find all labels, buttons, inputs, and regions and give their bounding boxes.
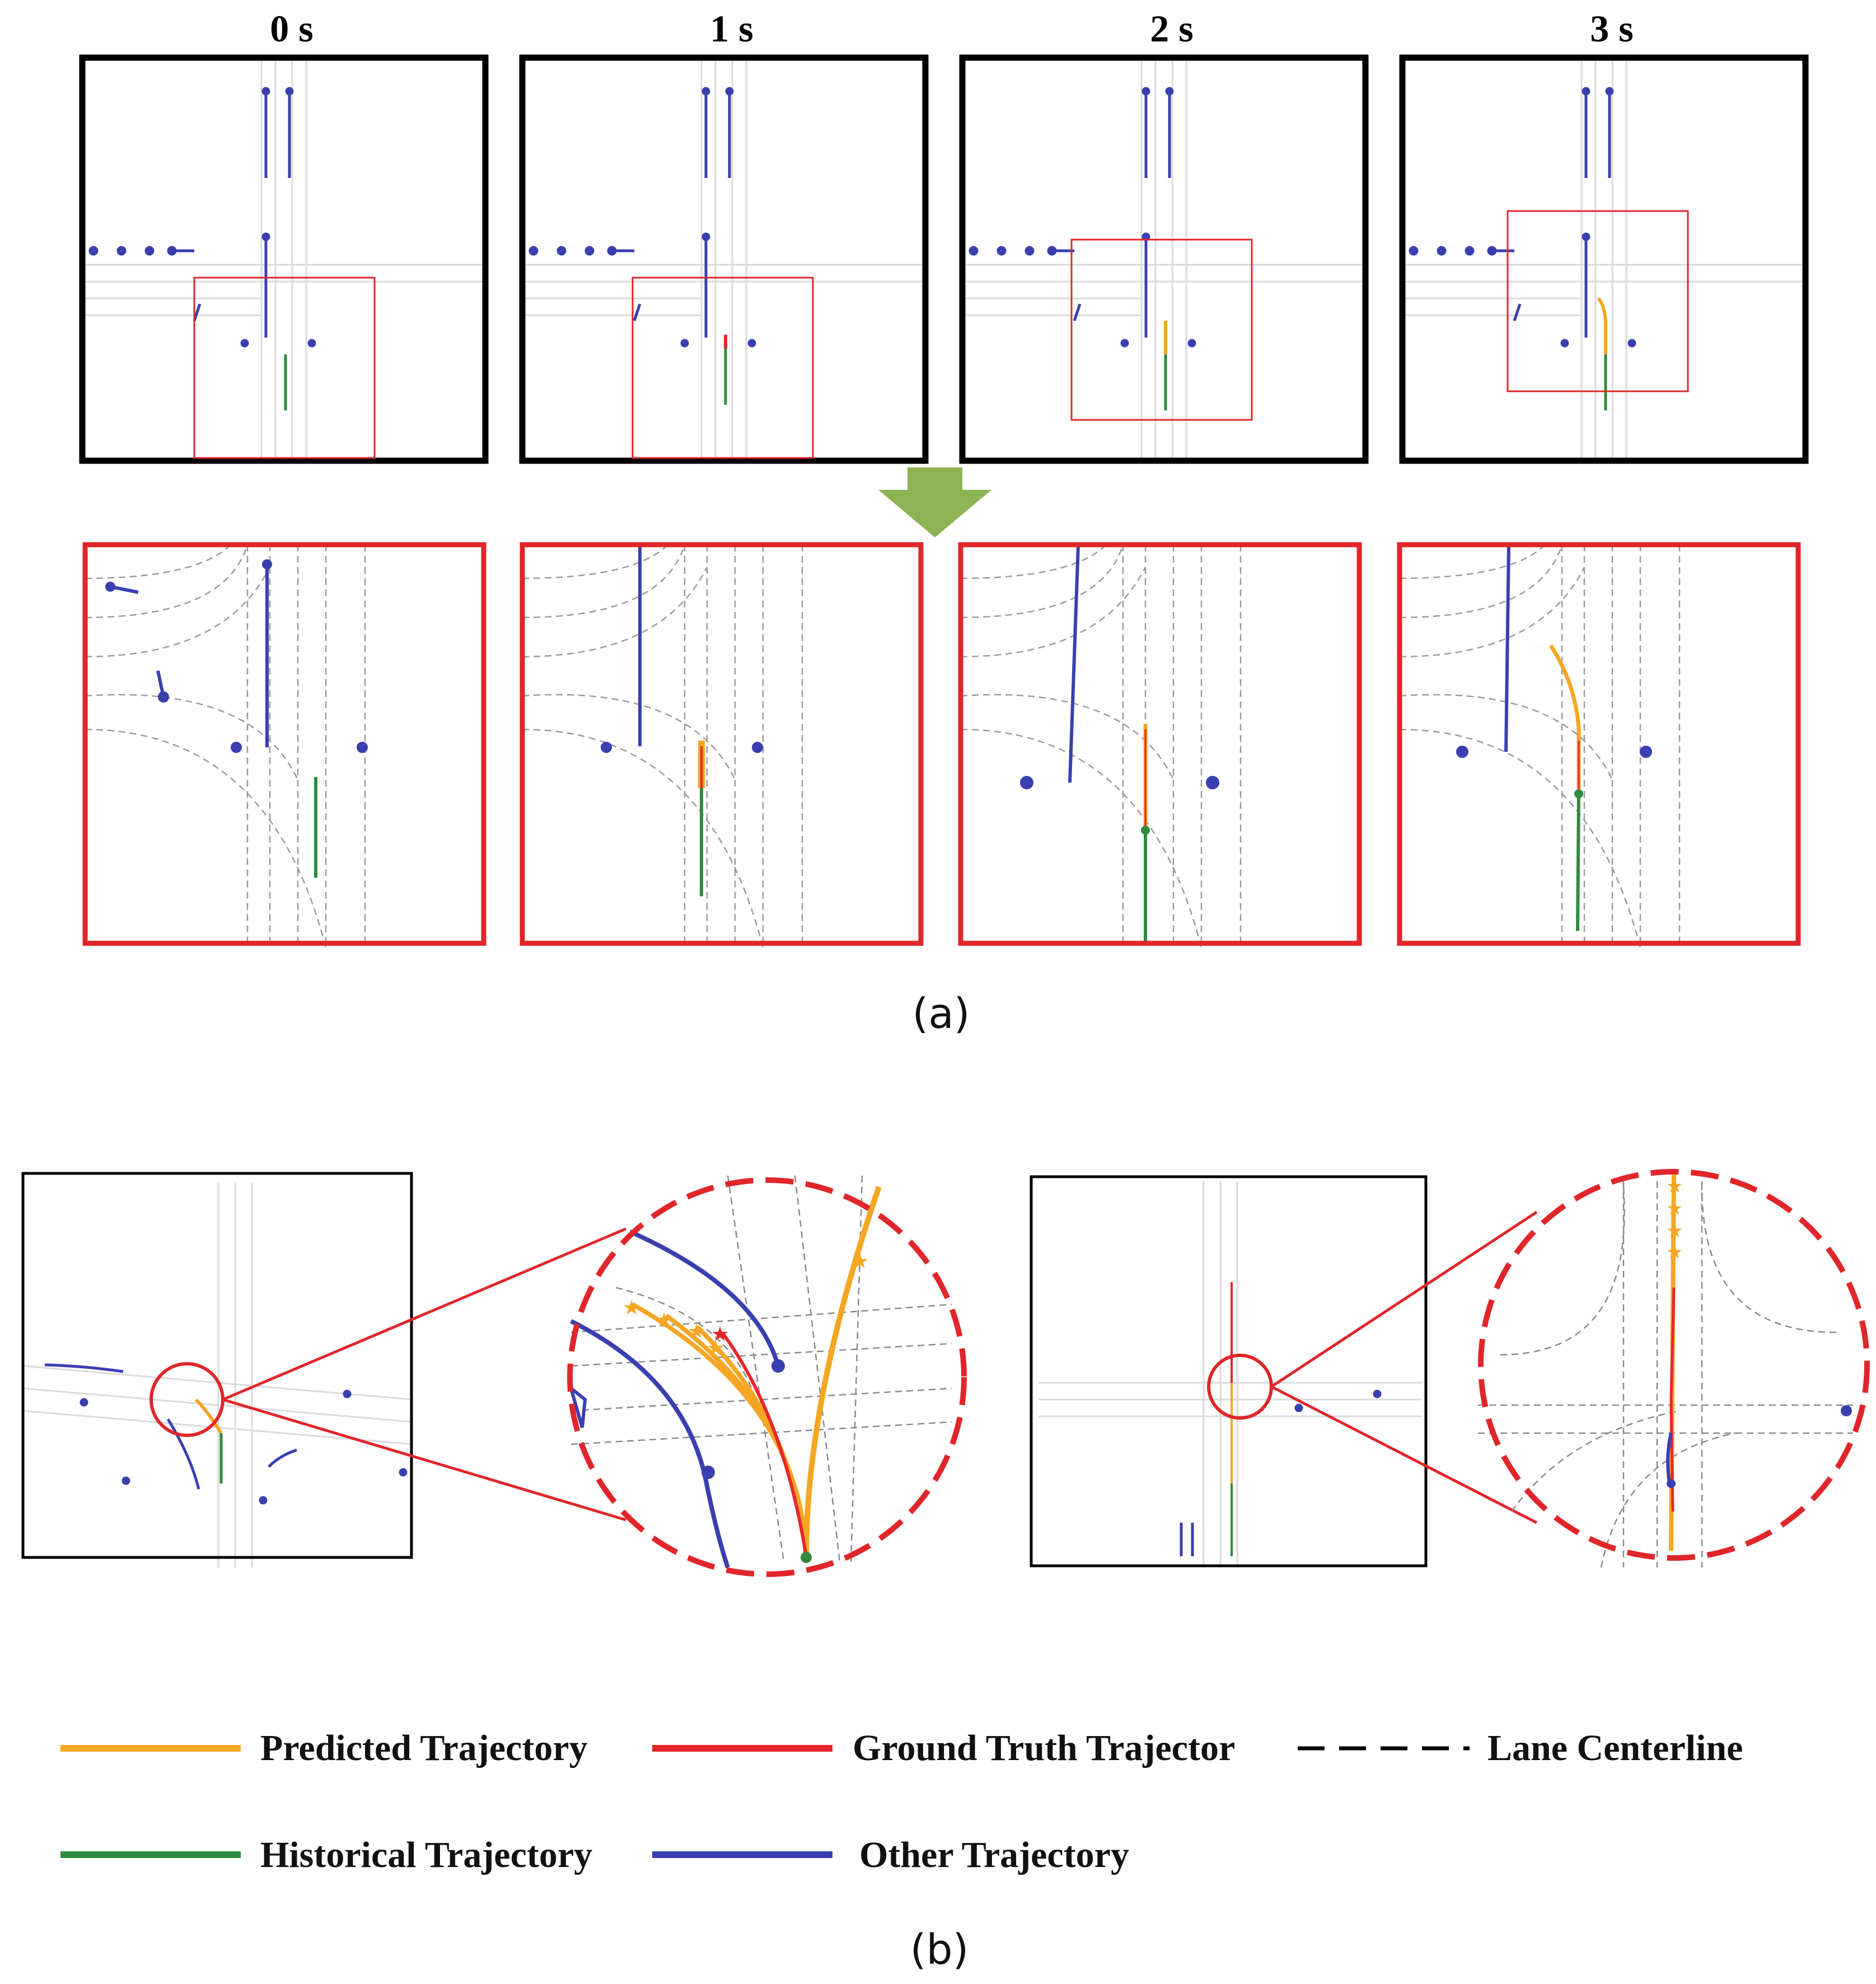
legend-ground-truth: Ground Truth Trajector <box>853 1728 1236 1768</box>
legend-other: Other Trajectory <box>859 1835 1129 1875</box>
legend-historical: Historical Trajectory <box>260 1835 593 1875</box>
overview-panel-2s <box>959 54 1369 464</box>
time-label-0s: 0 s <box>270 7 314 50</box>
overview-panel-1s <box>519 54 929 464</box>
zoom-panel-1s <box>520 542 924 949</box>
svg-text:★: ★ <box>851 1250 869 1273</box>
caption-a: (a) <box>912 990 970 1038</box>
svg-text:★: ★ <box>687 1320 705 1343</box>
svg-text:★: ★ <box>1666 1220 1683 1242</box>
svg-text:★: ★ <box>655 1309 673 1332</box>
svg-text:★: ★ <box>623 1297 640 1319</box>
down-arrow <box>878 467 991 537</box>
b-right-magnifier: ★★ ★★ <box>1478 1169 1870 1568</box>
overview-panel-0s <box>79 54 489 464</box>
b-right-overview <box>1030 1175 1538 1567</box>
time-label-1s: 1 s <box>710 7 754 50</box>
svg-text:★: ★ <box>711 1323 729 1346</box>
legend-predicted: Predicted Trajectory <box>260 1728 588 1768</box>
time-label-2s: 2 s <box>1150 7 1194 50</box>
svg-text:★: ★ <box>707 1337 724 1360</box>
svg-text:★: ★ <box>1666 1241 1683 1264</box>
zoom-panel-0s <box>82 542 486 949</box>
overview-panel-3s <box>1399 54 1809 464</box>
zoom-panel-2s <box>958 542 1362 949</box>
time-label-3s: 3 s <box>1590 7 1634 50</box>
b-left-overview <box>21 1172 626 1567</box>
zoom-panel-3s <box>1397 542 1801 949</box>
svg-text:★: ★ <box>1666 1197 1683 1220</box>
svg-text:★: ★ <box>1666 1175 1683 1197</box>
b-left-magnifier: ★★ ★★ ★ ★ <box>567 1175 967 1577</box>
legend-lane-centerline: Lane Centerline <box>1487 1728 1743 1768</box>
caption-b: (b) <box>910 1926 969 1974</box>
